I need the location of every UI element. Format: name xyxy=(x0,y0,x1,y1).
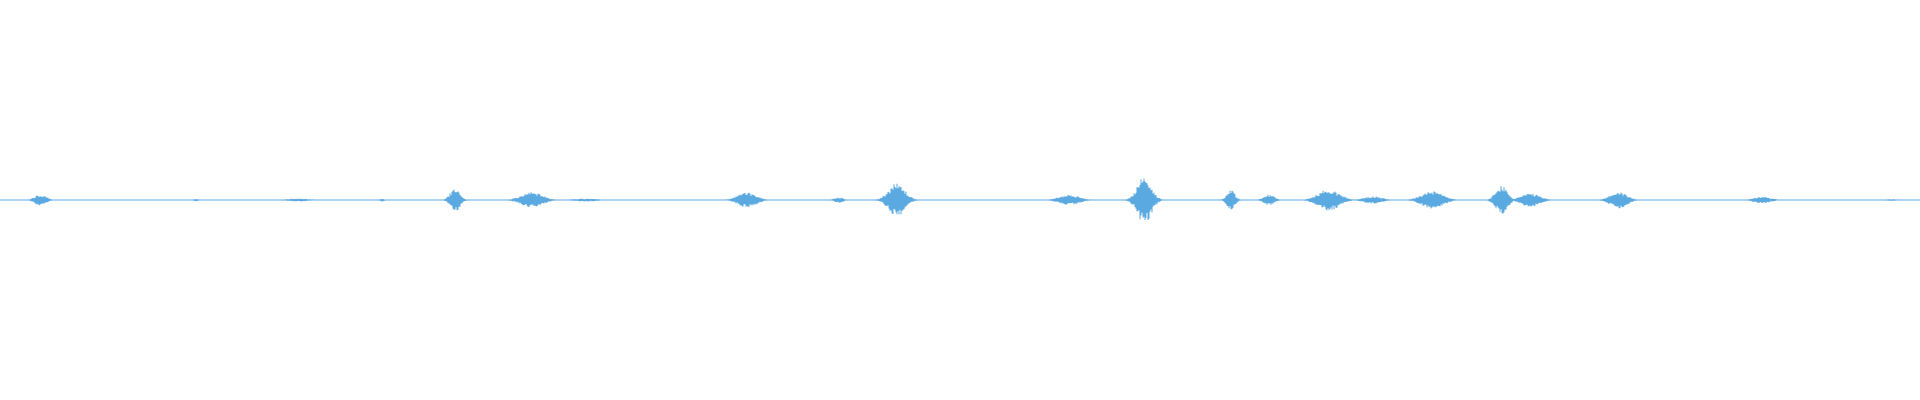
waveform-path xyxy=(0,178,1920,220)
